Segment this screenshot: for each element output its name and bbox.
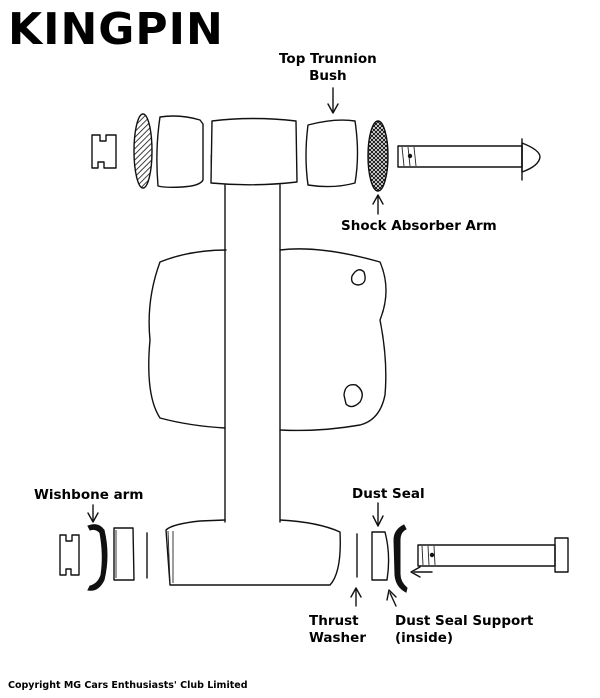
top-left-bush [156, 115, 204, 189]
label-thrust-washer: Thrust Washer [309, 613, 366, 646]
bottom-bolt-shaft [417, 544, 556, 567]
bottom-castellated-nut [59, 534, 80, 576]
label-shock-absorber-arm: Shock Absorber Arm [341, 218, 497, 234]
bottom-trunnion-housing [165, 519, 341, 586]
dust-seal-support [393, 524, 408, 593]
dust-seal [371, 531, 390, 581]
wishbone-arm-bracket [87, 524, 108, 591]
stub-axle-plate [148, 248, 387, 432]
top-trunnion-housing [210, 117, 298, 186]
copyright-notice: Copyright MG Cars Enthusiasts' Club Limi… [8, 680, 248, 691]
top-castellated-nut [91, 134, 117, 169]
top-bolt-shaft [397, 145, 523, 168]
label-wishbone-arm: Wishbone arm [34, 487, 144, 503]
shock-absorber-seal [367, 120, 389, 192]
bottom-bolt-head [554, 537, 569, 573]
diagram-title: KINGPIN [8, 4, 224, 55]
top-bolt-head [521, 142, 541, 173]
label-top-trunnion-bush: Top Trunnion Bush [279, 51, 377, 84]
label-arrows [87, 87, 433, 607]
kingpin-shaft [224, 184, 281, 523]
top-right-bush [305, 119, 359, 188]
bottom-left-bush [113, 527, 135, 581]
label-dust-seal-support: Dust Seal Support (inside) [395, 613, 534, 646]
label-dust-seal: Dust Seal [352, 486, 425, 502]
top-left-seal [133, 113, 153, 189]
